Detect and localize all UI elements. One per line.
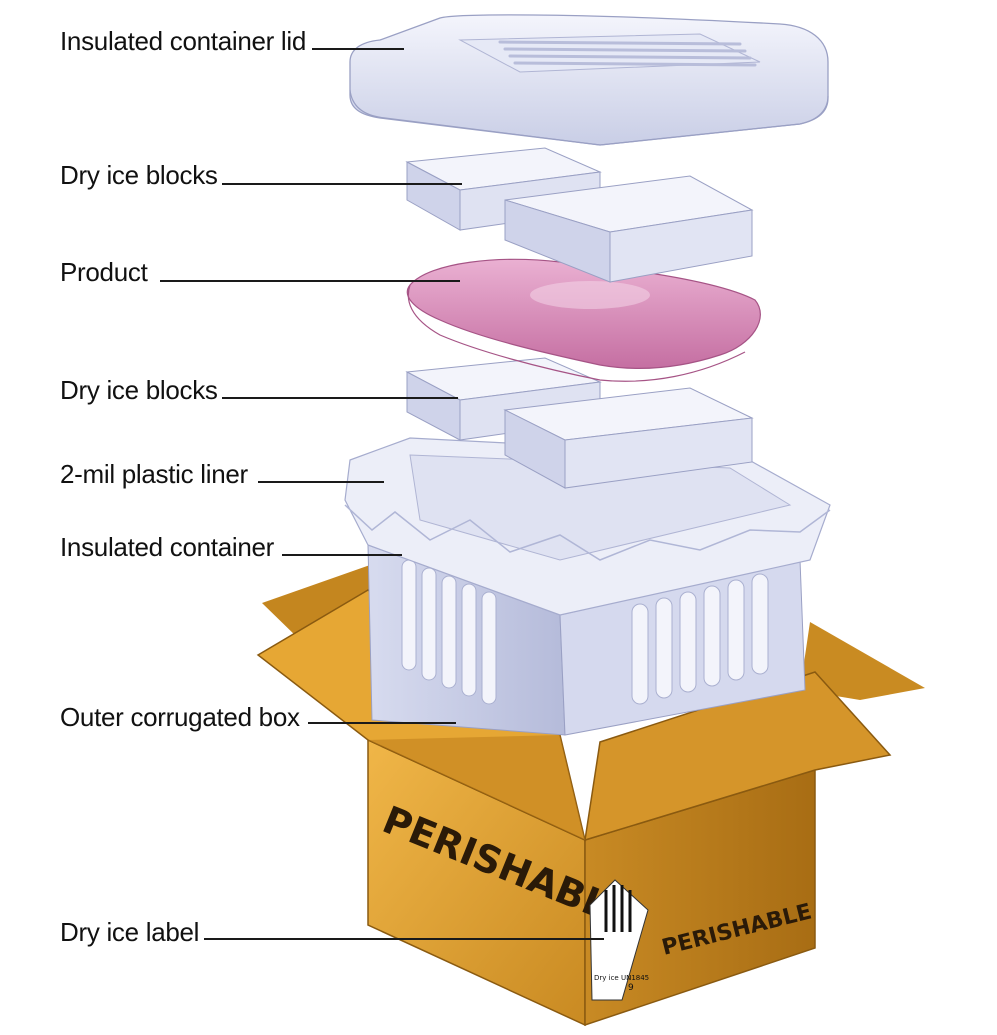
- insulated-container-lid: [349, 14, 829, 146]
- label-insulated-container-lid: Insulated container lid: [60, 26, 307, 56]
- leader-outer-box: [308, 722, 456, 724]
- label-product: Product: [60, 257, 148, 287]
- label-outer-corrugated-box: Outer corrugated box: [60, 702, 300, 732]
- hazard-class: 9: [628, 983, 634, 993]
- hazard-text: Dry ice UN1845: [594, 974, 649, 982]
- insulated-container: [367, 544, 806, 736]
- product: [406, 258, 761, 382]
- leader-lid: [312, 48, 404, 50]
- hazard-stripes-icon: [604, 885, 632, 932]
- leader-container: [282, 554, 402, 556]
- dry-ice-hazard-label: Dry ice UN1845 9: [589, 879, 649, 1001]
- label-dry-ice-blocks-bottom: Dry ice blocks: [60, 375, 218, 405]
- leader-product: [160, 280, 460, 282]
- plastic-liner: [344, 437, 831, 616]
- dry-ice-blocks-bottom: [405, 357, 754, 489]
- label-plastic-liner: 2-mil plastic liner: [60, 459, 248, 489]
- label-dry-ice-label: Dry ice label: [60, 917, 200, 947]
- leader-dry-ice-bottom: [222, 397, 458, 399]
- label-dry-ice-blocks-top: Dry ice blocks: [60, 160, 218, 190]
- leader-liner: [258, 481, 384, 483]
- leader-dry-ice-top: [222, 183, 462, 185]
- label-insulated-container: Insulated container: [60, 532, 275, 562]
- dry-ice-blocks-top: [405, 147, 754, 283]
- outer-corrugated-box: [256, 565, 925, 1027]
- leader-dry-ice-label: [204, 938, 604, 940]
